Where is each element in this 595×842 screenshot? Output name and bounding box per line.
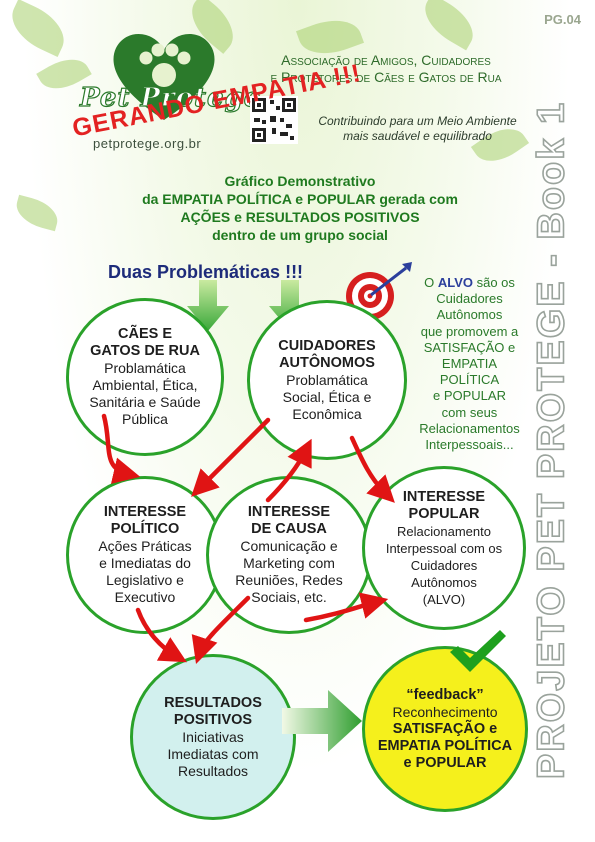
arrow-causa-to-resultados xyxy=(191,595,251,664)
logo-name: Pet Protege xyxy=(79,82,262,113)
arrow-causa-to-popular xyxy=(303,592,389,623)
website-text[interactable]: petprotege.org.br xyxy=(93,136,202,151)
page-heading: Gráfico Demonstrativo da EMPATIA POLÍTIC… xyxy=(142,173,458,243)
arrow-caes-to-politico xyxy=(101,413,141,484)
heart-paw-logo-icon xyxy=(113,33,215,120)
arrow-cuidadores-to-politico xyxy=(191,417,271,497)
node-interesse-causa: INTERESSE DE CAUSA Comunicação e Marketi… xyxy=(206,476,372,634)
arrow-causa-to-cuidadores xyxy=(265,438,312,503)
qr-code-icon[interactable] xyxy=(250,96,298,144)
node-interesse-politico: INTERESSE POLÍTICO Ações Práticas e Imed… xyxy=(66,476,224,634)
node-interesse-popular: INTERESSE POPULAR Relacionamento Interpe… xyxy=(362,466,526,630)
node-feedback: “feedback” Reconhecimento SATISFAÇÃO e E… xyxy=(362,646,528,812)
check-mark-icon xyxy=(450,630,506,672)
arrow-politico-to-resultados xyxy=(135,607,187,663)
green-right-arrow-icon xyxy=(282,690,362,752)
arrow-cuidadores-to-popular xyxy=(349,435,395,503)
node-caes-gatos: CÃES E GATOS DE RUA Problamática Ambient… xyxy=(66,298,224,456)
page-number: PG.04 xyxy=(544,12,581,27)
slogan: Contribuindo para um Meio Ambiente mais … xyxy=(318,114,517,143)
target-note: O ALVO são os Cuidadores Autônomos que p… xyxy=(419,275,520,453)
association-name: Associação de Amigos, Cuidadores e Prote… xyxy=(270,52,502,85)
subheading: Duas Problemáticas !!! xyxy=(108,262,304,282)
node-cuidadores: CUIDADORES AUTÔNOMOS Problamática Social… xyxy=(247,300,407,460)
